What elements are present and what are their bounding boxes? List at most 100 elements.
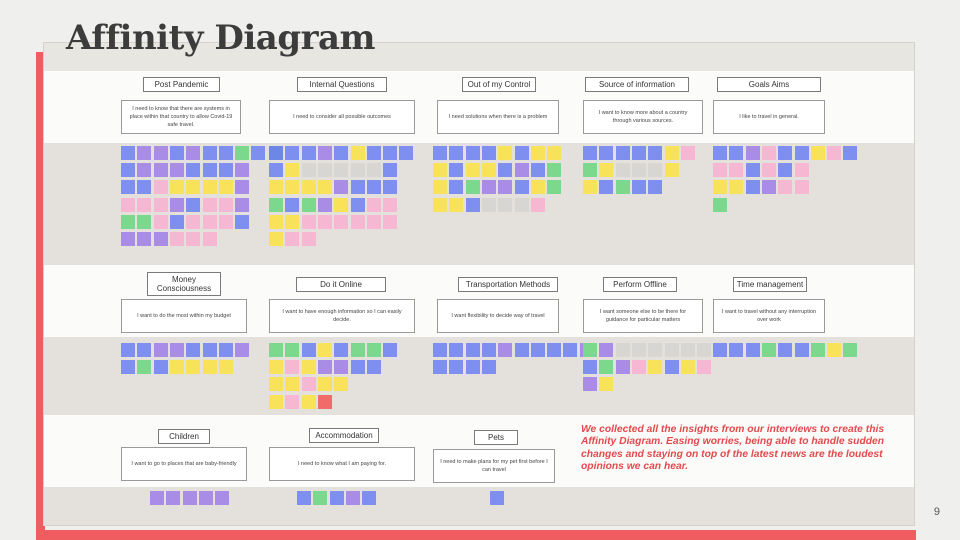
sticky-note <box>664 360 679 375</box>
sticky-note <box>285 360 300 375</box>
sticky-note <box>269 214 283 229</box>
sticky-note <box>301 180 316 195</box>
sticky-note <box>334 360 349 375</box>
sticky-note <box>599 146 614 160</box>
sticky-note <box>843 146 858 160</box>
sticky-note <box>285 146 300 160</box>
sticky-note <box>334 214 349 229</box>
sticky-note <box>498 197 513 212</box>
sticky-note <box>121 343 135 357</box>
sticky-note <box>121 214 135 229</box>
sticky-note <box>631 180 646 195</box>
sticky-note <box>664 146 679 160</box>
insight-box: I need to know what I am paying for. <box>269 447 415 481</box>
sticky-note <box>350 360 365 375</box>
sticky-note <box>350 214 365 229</box>
sticky-note <box>563 343 578 357</box>
sticky-note <box>285 232 300 246</box>
sticky-note <box>433 197 447 212</box>
sticky-note <box>218 214 233 229</box>
sticky-note <box>713 197 727 212</box>
sticky-note <box>465 146 480 160</box>
sticky-note <box>269 232 283 246</box>
sticky-note <box>547 163 562 178</box>
sticky-note <box>366 146 381 160</box>
sticky-note <box>366 163 381 178</box>
sticky-note <box>530 163 545 178</box>
page-number: 9 <box>933 506 940 518</box>
sticky-note <box>269 394 283 409</box>
sticky-note <box>729 343 744 357</box>
sticky-note <box>317 197 332 212</box>
group-header: Time management <box>733 277 807 292</box>
group-header: Transportation Methods <box>458 277 558 292</box>
sticky-note <box>285 197 300 212</box>
sticky-note <box>827 343 842 357</box>
sticky-note <box>745 180 760 195</box>
sticky-note <box>761 146 776 160</box>
sticky-note <box>794 180 809 195</box>
sticky-note <box>269 180 283 195</box>
sticky-note <box>334 146 349 160</box>
insight-box: I want to have enough information so I c… <box>269 299 415 333</box>
sticky-note <box>121 197 135 212</box>
sticky-note <box>182 491 197 505</box>
sticky-note <box>301 163 316 178</box>
sticky-note <box>169 360 184 375</box>
sticky-note <box>235 146 250 160</box>
sticky-note <box>794 146 809 160</box>
sticky-note <box>235 343 250 357</box>
sticky-note <box>202 232 217 246</box>
sticky-note <box>121 146 135 160</box>
sticky-note <box>301 232 316 246</box>
sticky-note <box>481 180 496 195</box>
sticky-note <box>285 214 300 229</box>
sticky-note <box>285 343 300 357</box>
sticky-note <box>530 197 545 212</box>
group-header: Children <box>158 429 210 444</box>
sticky-note <box>599 360 614 375</box>
sticky-note <box>680 146 695 160</box>
group-header: Do it Online <box>296 277 386 292</box>
sticky-note <box>449 360 464 375</box>
sticky-note <box>615 343 630 357</box>
sticky-note <box>745 343 760 357</box>
sticky-note <box>599 377 614 392</box>
sticky-note <box>615 360 630 375</box>
sticky-note <box>697 360 712 375</box>
sticky-note <box>362 491 377 505</box>
sticky-note <box>514 146 529 160</box>
sticky-note <box>121 360 135 375</box>
sticky-note <box>583 377 597 392</box>
sticky-note <box>810 343 825 357</box>
sticky-note <box>235 163 250 178</box>
sticky-note <box>583 343 597 357</box>
sticky-note <box>334 343 349 357</box>
sticky-note <box>366 343 381 357</box>
sticky-note <box>285 180 300 195</box>
sticky-note <box>301 343 316 357</box>
sticky-note <box>583 163 597 178</box>
sticky-note <box>449 146 464 160</box>
sticky-note <box>713 343 727 357</box>
sticky-note <box>202 360 217 375</box>
sticky-note <box>350 197 365 212</box>
sticky-note <box>778 146 793 160</box>
sticky-note <box>317 214 332 229</box>
sticky-note <box>498 146 513 160</box>
sticky-note <box>137 232 152 246</box>
sticky-note <box>761 343 776 357</box>
sticky-note <box>169 180 184 195</box>
sticky-note <box>530 180 545 195</box>
sticky-note <box>449 180 464 195</box>
sticky-note <box>350 163 365 178</box>
sticky-note <box>383 197 398 212</box>
sticky-note <box>350 180 365 195</box>
sticky-note <box>153 146 168 160</box>
sticky-note <box>713 163 727 178</box>
sticky-note <box>465 343 480 357</box>
sticky-note <box>317 394 332 409</box>
sticky-note <box>186 232 201 246</box>
sticky-note <box>169 146 184 160</box>
sticky-note <box>297 491 311 505</box>
